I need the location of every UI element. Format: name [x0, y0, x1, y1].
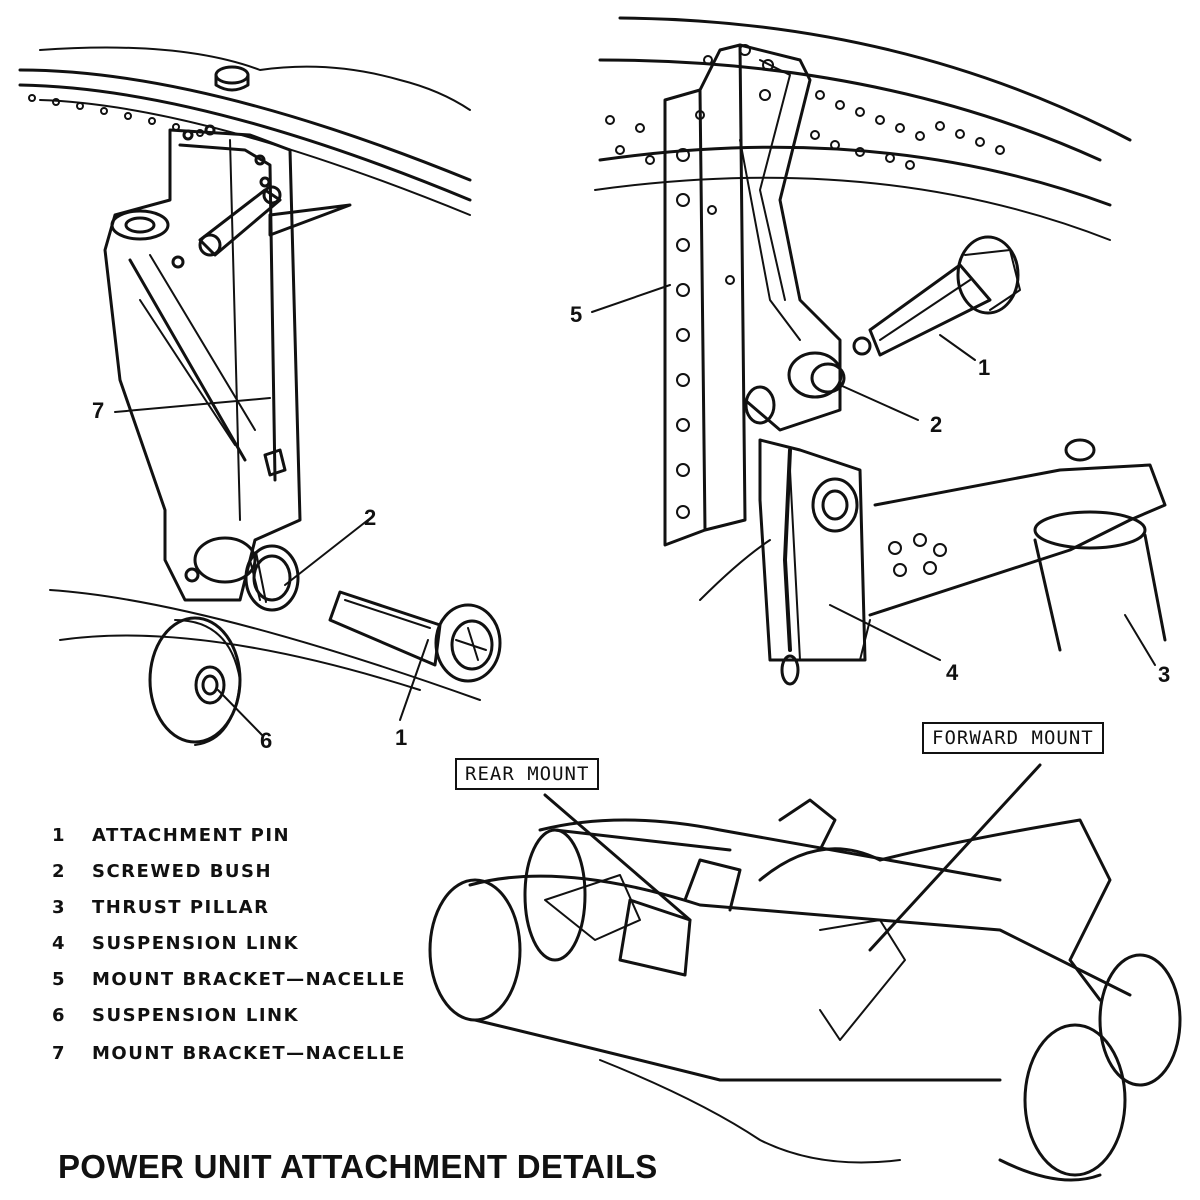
legend-number: 4 [52, 932, 67, 954]
callout-7: 7 [92, 398, 105, 423]
legend-item: 2 SCREWED BUSH [52, 854, 272, 888]
attachment-pin-left [328, 590, 502, 683]
callout-6: 6 [260, 728, 273, 753]
legend-text: ATTACHMENT PIN [92, 824, 291, 846]
legend-item: 1 ATTACHMENT PIN [52, 818, 290, 852]
legend-number: 6 [52, 1004, 67, 1026]
callout-2-right: 2 [930, 412, 943, 437]
forward-mount-label: FORWARD MOUNT [922, 722, 1104, 754]
attachment-pin-right [852, 235, 1021, 357]
legend-text: MOUNT BRACKET—NACELLE [92, 968, 406, 990]
legend-item: 4 SUSPENSION LINK [52, 926, 299, 960]
callout-5: 5 [570, 302, 583, 327]
callout-1-right: 1 [978, 355, 991, 380]
callout-4: 4 [946, 660, 959, 685]
callout-3: 3 [1158, 662, 1171, 687]
legend-item: 3 THRUST PILLAR [52, 890, 269, 924]
nacelle-overview [428, 763, 1182, 1182]
legend-text: SUSPENSION LINK [92, 932, 300, 954]
legend-text: MOUNT BRACKET—NACELLE [92, 1042, 406, 1064]
rear-mount-detail [18, 46, 502, 746]
legend-item: 5 MOUNT BRACKET—NACELLE [52, 962, 406, 996]
legend-number: 2 [52, 860, 67, 882]
rear-mount-label: REAR MOUNT [455, 758, 600, 790]
legend-text: SCREWED BUSH [92, 860, 273, 882]
callout-1: 1 [395, 725, 408, 750]
legend-number: 5 [52, 968, 67, 990]
legend-number: 3 [52, 896, 67, 918]
legend-text: SUSPENSION LINK [92, 1004, 300, 1026]
legend-number: 1 [52, 824, 67, 846]
forward-mount-detail [591, 16, 1167, 686]
callout-2: 2 [364, 505, 377, 530]
legend-item: 6 SUSPENSION LINK [52, 998, 299, 1032]
suspension-link-roller [148, 616, 242, 746]
legend-number: 7 [52, 1042, 67, 1064]
legend-text: THRUST PILLAR [92, 896, 270, 918]
page-title: POWER UNIT ATTACHMENT DETAILS [58, 1148, 658, 1185]
legend-item: 7 MOUNT BRACKET—NACELLE [52, 1036, 406, 1070]
